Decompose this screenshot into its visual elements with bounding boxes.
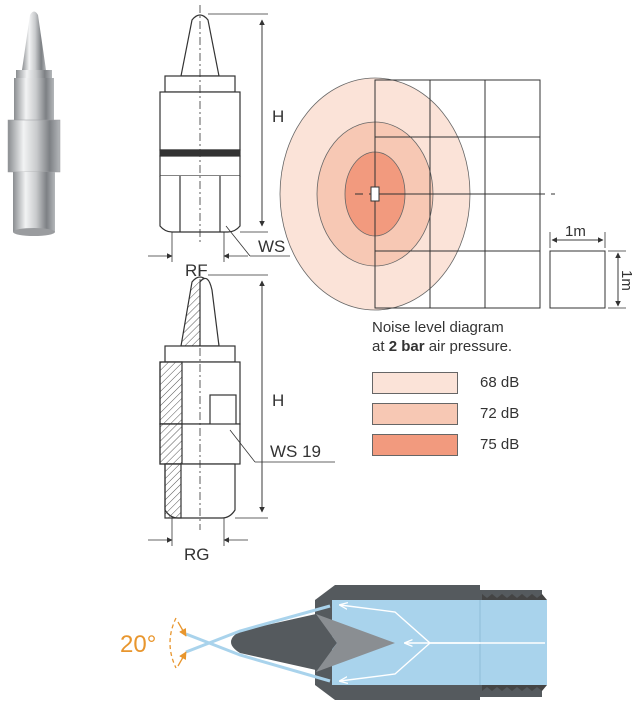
legend-label-72db: 72 dB bbox=[480, 405, 520, 422]
noise-diagram-caption: Noise level diagram at 2 bar air pressur… bbox=[372, 318, 612, 356]
scale-width-label: 1m bbox=[565, 223, 586, 240]
spray-angle-label: 20° bbox=[120, 631, 156, 658]
scale-height-label: 1m bbox=[618, 270, 635, 291]
top-height-label: H bbox=[272, 107, 284, 126]
bottom-wrench-label: WS 19 bbox=[270, 442, 321, 461]
top-thread-label: RF bbox=[185, 261, 208, 280]
legend-swatch-72db bbox=[372, 403, 458, 425]
legend-label-68db: 68 dB bbox=[480, 374, 520, 391]
caption-prefix: at bbox=[372, 338, 389, 355]
legend-label-75db: 75 dB bbox=[480, 436, 520, 453]
caption-line-1: Noise level diagram bbox=[372, 319, 504, 336]
legend-item-72db: 72 dB bbox=[372, 403, 572, 425]
caption-pressure: 2 bar bbox=[388, 338, 425, 355]
caption-suffix: air pressure. bbox=[424, 338, 513, 355]
caption-line-2: at 2 bar air pressure. bbox=[372, 337, 612, 356]
legend-item-75db: 75 dB bbox=[372, 434, 572, 456]
noise-level-grid bbox=[279, 77, 555, 311]
nozzle-product-photo bbox=[7, 11, 61, 236]
scale-box bbox=[549, 232, 626, 309]
legend-item-68db: 68 dB bbox=[372, 372, 572, 394]
top-nozzle-drawing bbox=[148, 5, 290, 262]
bottom-thread-label: RG bbox=[184, 545, 210, 564]
legend-swatch-68db bbox=[372, 372, 458, 394]
bottom-height-label: H bbox=[272, 391, 284, 410]
nozzle-cross-section bbox=[169, 585, 547, 700]
top-wrench-label: WS bbox=[258, 237, 285, 256]
legend-swatch-75db bbox=[372, 434, 458, 456]
bottom-nozzle-drawing bbox=[148, 268, 335, 546]
